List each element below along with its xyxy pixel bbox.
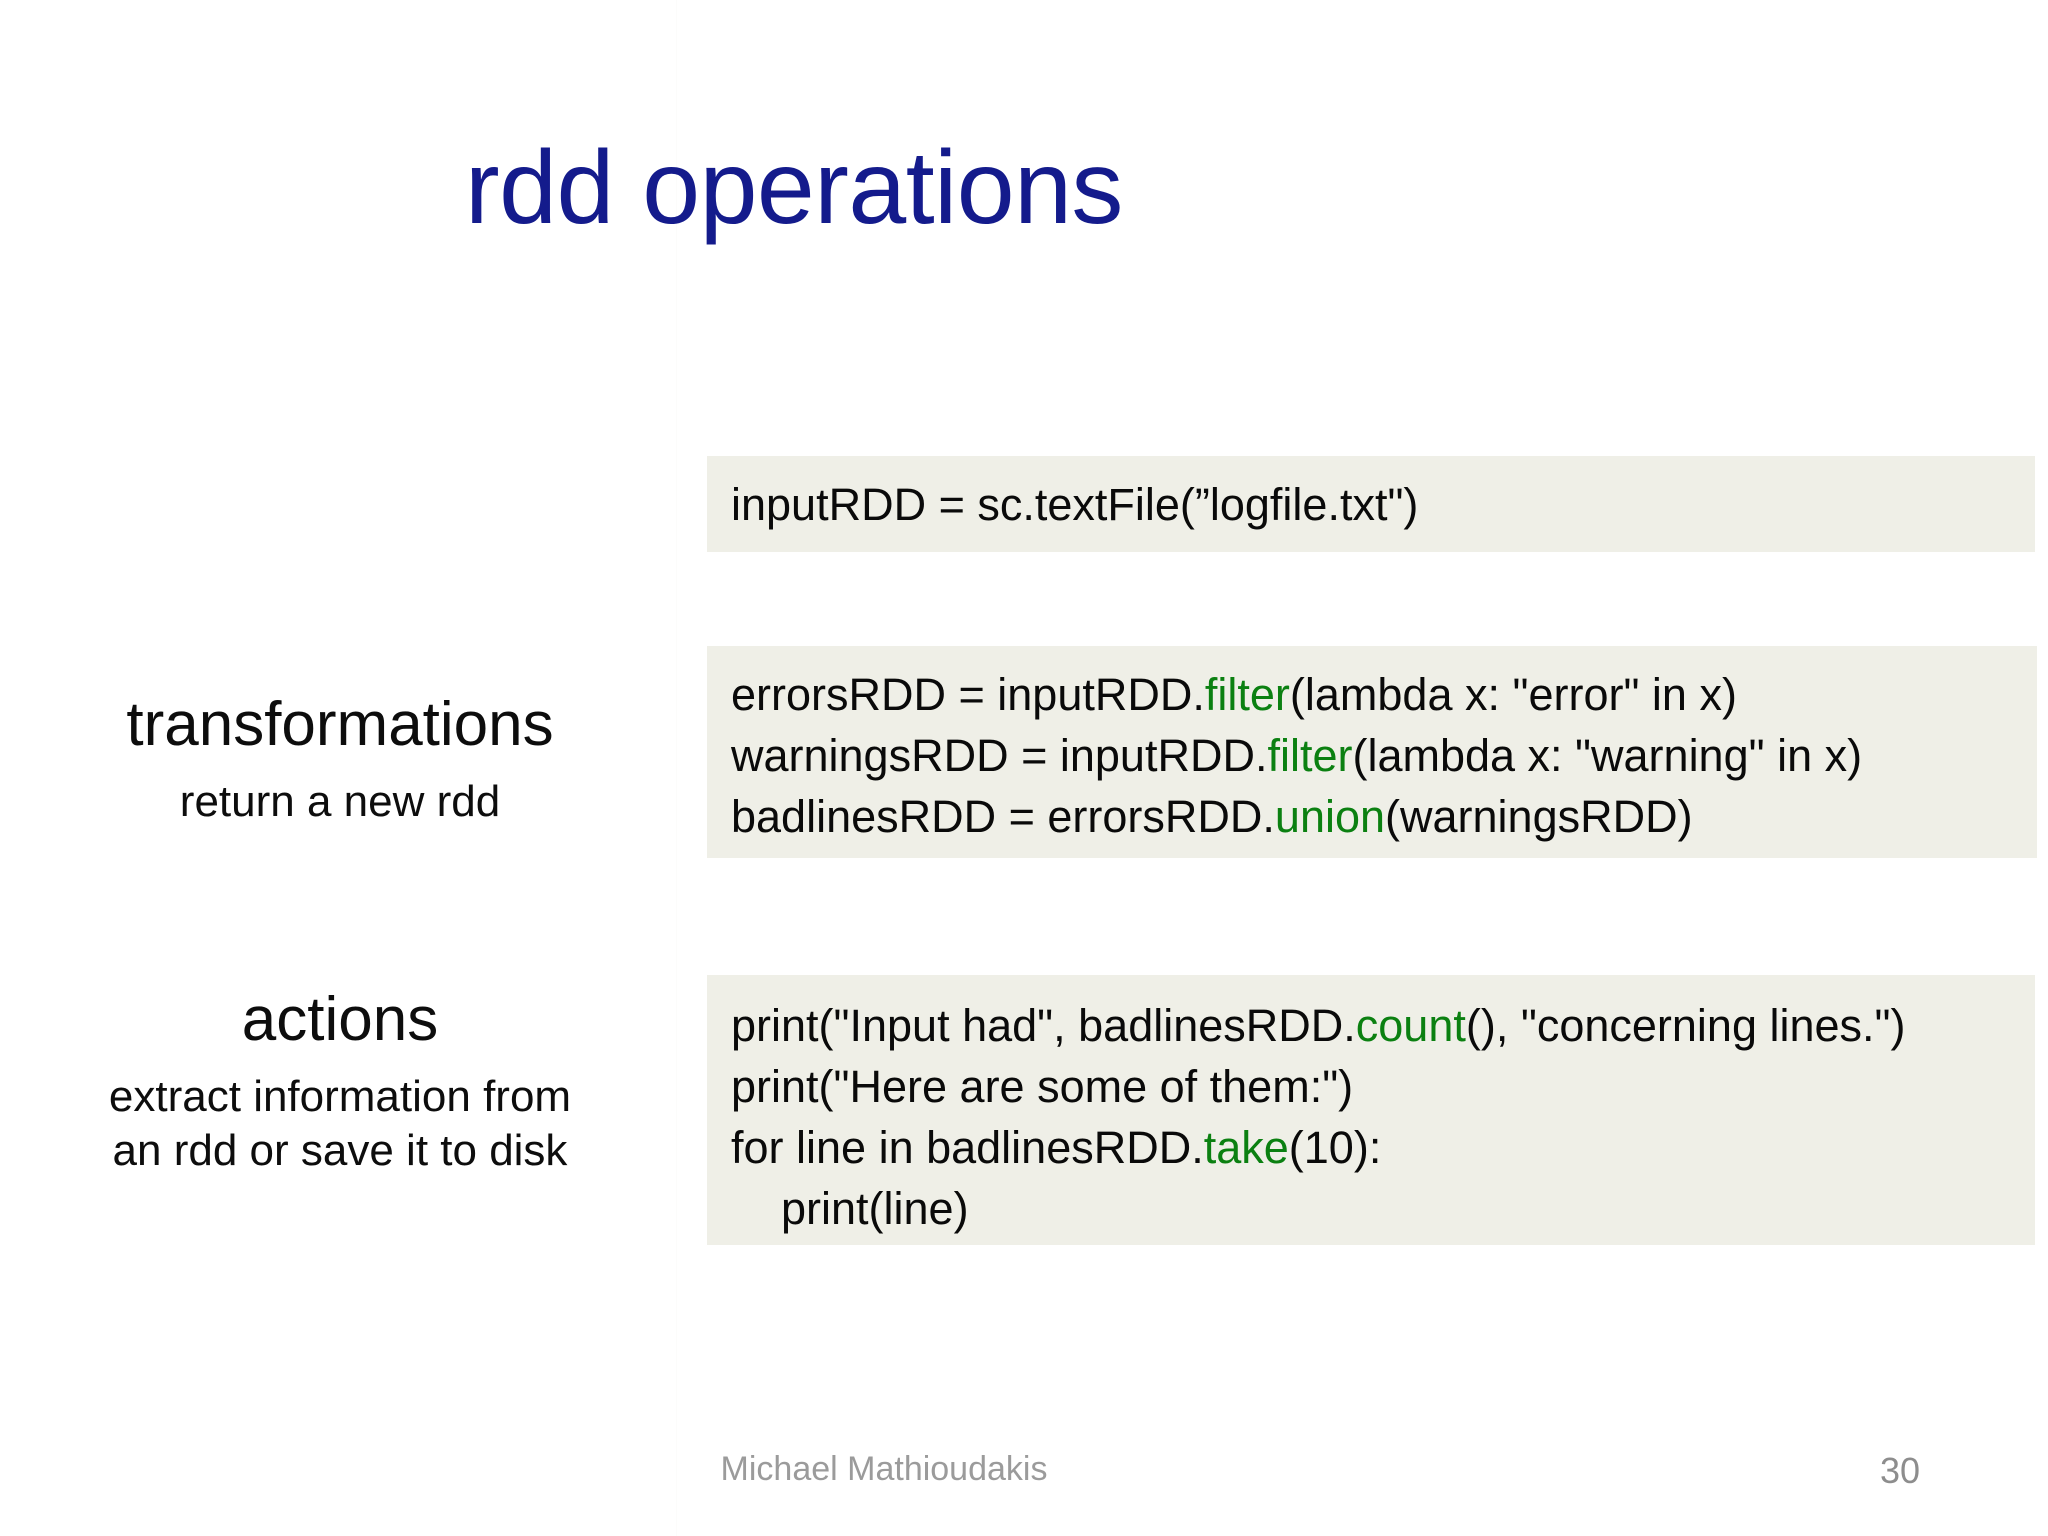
code-text: errorsRDD = inputRDD. [731, 669, 1205, 720]
code-text: warningsRDD = inputRDD. [731, 730, 1268, 781]
code-line: badlinesRDD = errorsRDD.union(warningsRD… [731, 786, 2037, 847]
code-text: for line in badlinesRDD. [731, 1122, 1204, 1173]
code-text: (warningsRDD) [1385, 791, 1693, 842]
code-block-input-rdd: inputRDD = sc.textFile(”logfile.txt") [707, 456, 2035, 552]
page-title: rdd operations [0, 130, 2048, 246]
code-line: warningsRDD = inputRDD.filter(lambda x: … [731, 725, 2037, 786]
code-line: for line in badlinesRDD.take(10): [731, 1117, 2035, 1178]
concept-heading-transformations: transformations [126, 690, 554, 759]
code-text: (lambda x: "error" in x) [1289, 669, 1737, 720]
code-text: print("Here are some of them:") [731, 1061, 1354, 1112]
code-text: (lambda x: "warning" in x) [1352, 730, 1863, 781]
footer-author-text: Michael Mathioudakis [720, 1450, 1048, 1488]
code-line: inputRDD = sc.textFile(”logfile.txt") [731, 474, 2035, 535]
code-text: inputRDD = sc.textFile(”logfile.txt") [731, 479, 1419, 530]
code-text: badlinesRDD = errorsRDD. [731, 791, 1275, 842]
code-line: print("Input had", badlinesRDD.count(), … [731, 995, 2035, 1056]
footer-page-number: 30 [1880, 1450, 1921, 1491]
code-line: errorsRDD = inputRDD.filter(lambda x: "e… [731, 664, 2037, 725]
concept-transformations: transformations return a new rdd [10, 690, 670, 829]
code-block-actions: print("Input had", badlinesRDD.count(), … [707, 975, 2035, 1245]
concept-subtitle-transformations: return a new rdd [179, 776, 501, 826]
code-method-name: filter [1267, 730, 1353, 781]
code-text: print("Input had", badlinesRDD. [731, 1000, 1356, 1051]
code-text: (), "concerning lines.") [1465, 1000, 1906, 1051]
content-placeholder-edge [676, 0, 677, 1536]
concept-heading-actions: actions [241, 985, 439, 1054]
code-text: (10): [1288, 1122, 1382, 1173]
concept-subtitle-actions-line-1: extract information from [108, 1071, 572, 1121]
concept-actions: actions extract information from an rdd … [10, 985, 670, 1178]
page-title-text: rdd operations [465, 130, 1123, 246]
code-method-name: filter [1204, 669, 1290, 720]
code-text: print(line) [731, 1183, 969, 1234]
footer-author: Michael Mathioudakis [0, 1450, 2048, 1489]
concept-subtitle-actions-line-2: an rdd or save it to disk [112, 1125, 568, 1175]
code-line: print(line) [731, 1178, 2035, 1239]
code-block-transformations: errorsRDD = inputRDD.filter(lambda x: "e… [707, 646, 2037, 858]
code-line: print("Here are some of them:") [731, 1056, 2035, 1117]
code-method-name: count [1355, 1000, 1466, 1051]
concept-subtitle-actions: extract information from an rdd or save … [10, 1070, 670, 1178]
code-method-name: take [1203, 1122, 1289, 1173]
concept-group: transformations return a new rdd [10, 690, 670, 829]
code-method-name: union [1274, 791, 1386, 842]
